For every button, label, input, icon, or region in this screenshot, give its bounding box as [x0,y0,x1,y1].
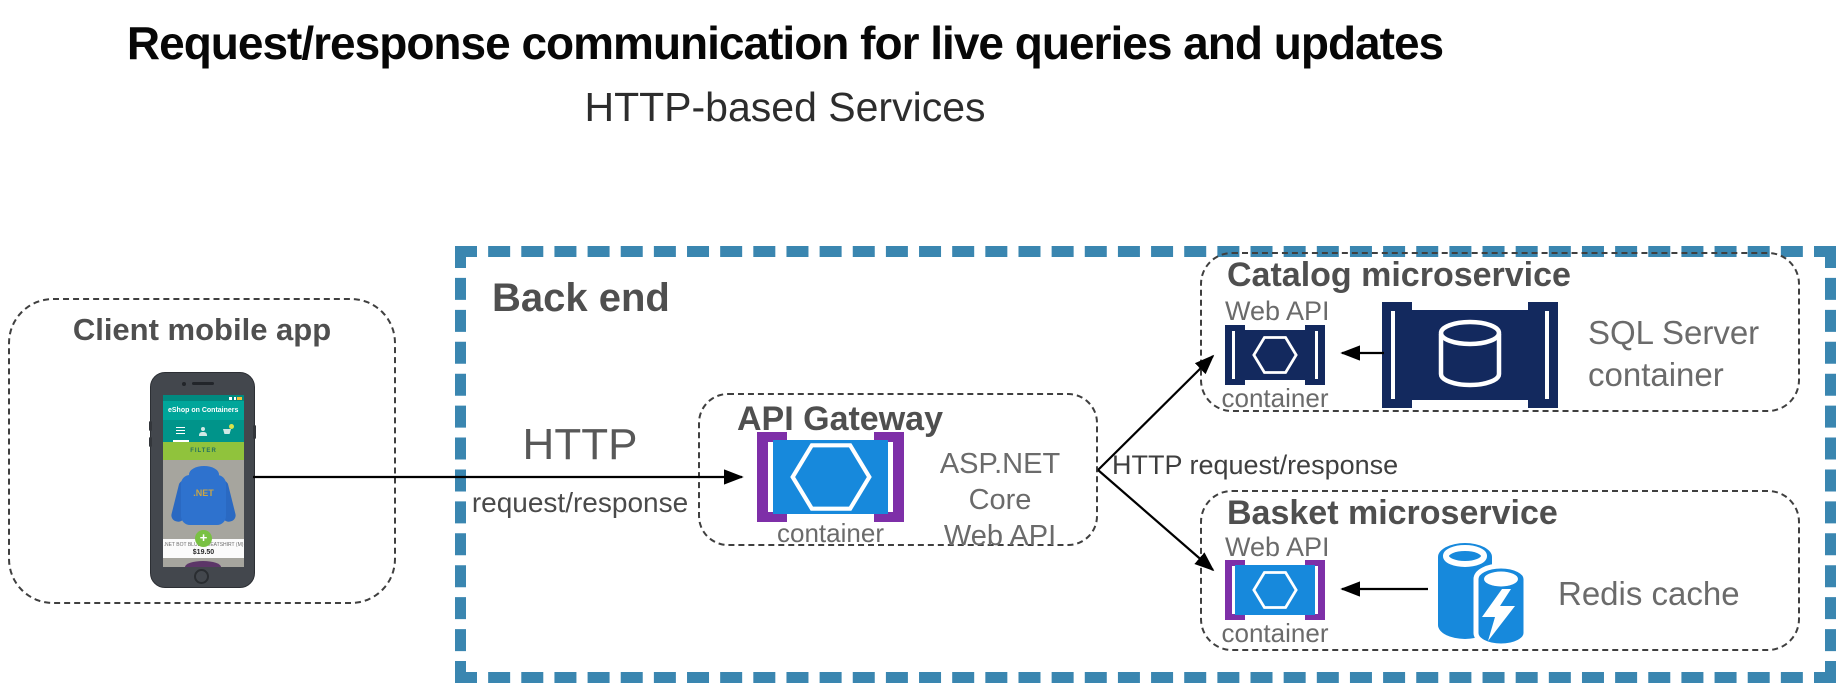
basket-container-label: container [1221,618,1329,648]
active-tab-indicator [173,440,189,442]
bracket-right [1305,325,1325,385]
basket-container-icon [1225,560,1325,620]
sql-server-line1: SQL Server [1588,314,1760,351]
phone-power-button [253,425,256,439]
gateway-container-label: container [777,518,884,548]
container-body [1395,310,1545,400]
phone-speaker [192,382,214,385]
hexagon-icon [789,443,872,511]
backend-title: Back end [492,276,670,320]
header: Request/response communication for live … [0,0,1570,131]
next-product-image [163,558,244,567]
cart-badge [229,424,234,429]
aspnet-core-text: ASP.NET Core [939,448,1061,516]
page-title: Request/response communication for live … [126,17,1444,69]
signal-icon [229,397,232,400]
purple-hoodie [185,561,221,567]
api-gateway-box [698,393,1098,546]
hoodie-torso [181,475,226,525]
clock-icon [237,397,242,400]
product-price: $19.50 [192,549,215,556]
hoodie-logo-text: .NET [193,488,214,498]
bracket-left [1225,560,1245,620]
hexagon-icon [1252,571,1298,609]
product-image: .NET [163,460,244,539]
client-title: Client mobile app [72,312,332,347]
container-body [773,440,888,514]
page-subtitle: HTTP-based Services [584,84,986,130]
web-api-text: Web API [943,520,1057,552]
gateway-container-icon [757,432,904,522]
bracket-left [1225,325,1245,385]
request-response-label: request/response [471,487,689,518]
catalog-container-label: container [1221,383,1329,413]
battery-icon [234,397,236,400]
tab-bar [163,420,244,442]
container-body [1235,565,1315,615]
sql-server-text: SQL Server container [1588,312,1759,396]
filter-button[interactable]: FILTER [163,442,244,460]
bracket-left [1382,302,1412,408]
redis-cache-text: Redis cache [1558,575,1740,612]
catalog-webapi-label: Web API [1225,296,1330,326]
gateway-side-text: ASP.NET Core Web API [905,446,1095,554]
phone-screen: eShop on Containers FILTER .NET [163,395,244,567]
basket-webapi-label: Web API [1225,532,1330,562]
mobile-phone: eShop on Containers FILTER .NET [149,372,256,588]
api-gateway-title: API Gateway [737,400,943,438]
bracket-right [1528,302,1558,408]
basket-title: Basket microservice [1227,494,1558,532]
phone-camera-icon [182,382,186,386]
database-cylinder-icon [1438,319,1502,388]
sql-server-icon [1382,302,1558,408]
catalog-box [1200,252,1800,412]
redis-cache-icon [1438,543,1529,649]
filter-label: FILTER [190,448,217,454]
bracket-left [757,432,787,522]
client-box [8,298,396,604]
hexagon-icon [1252,336,1298,374]
app-bar: eShop on Containers [163,401,244,420]
cart-icon[interactable] [223,429,231,434]
bracket-right [874,432,904,522]
backend-boundary [455,246,1836,683]
catalog-container-icon [1225,325,1325,385]
phone-volume-button [149,421,152,431]
catalog-title: Catalog microservice [1227,256,1571,294]
sql-server-line2: container [1588,356,1724,393]
profile-icon[interactable] [199,432,207,436]
bracket-right [1305,560,1325,620]
menu-icon[interactable] [176,427,185,434]
container-body [1235,330,1315,380]
phone-volume-button [149,437,152,447]
http-label: HTTP [522,420,638,469]
app-bar-title: eShop on Containers [168,407,239,414]
home-button[interactable] [194,569,209,584]
add-to-cart-button[interactable]: + [195,530,212,547]
status-bar [163,395,244,401]
fork-http-label: HTTP request/response [1112,450,1399,480]
profile-icon[interactable] [201,427,205,431]
